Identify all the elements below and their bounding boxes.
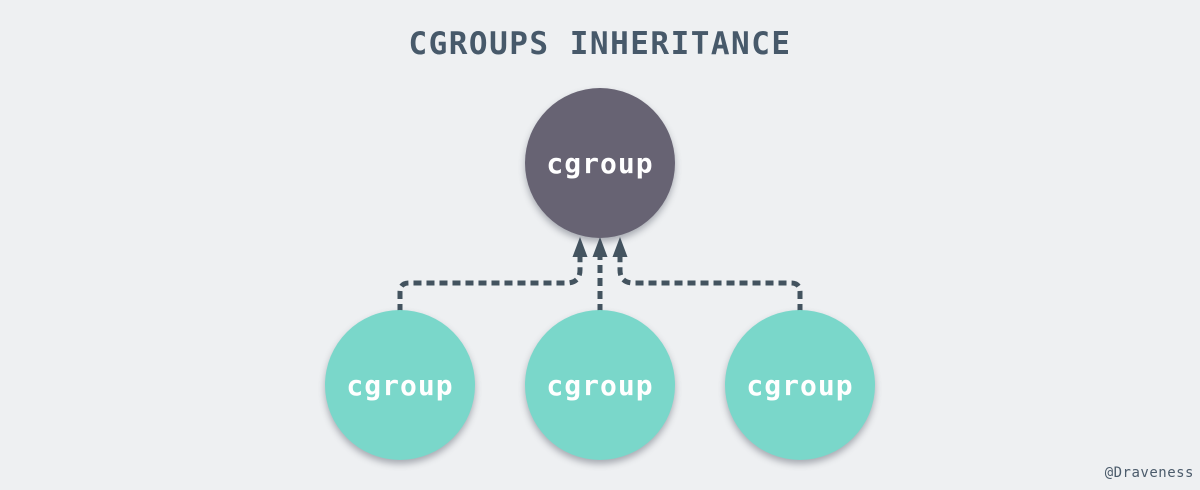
connector-left (397, 256, 583, 312)
arrow-up-icon (592, 237, 608, 257)
watermark: @Draveness (1104, 465, 1194, 481)
child-cgroup-node: cgroup (725, 310, 875, 460)
child-cgroup-label: cgroup (746, 368, 854, 402)
child-cgroup-label: cgroup (346, 368, 454, 402)
child-cgroup-node: cgroup (325, 310, 475, 460)
parent-cgroup-label: cgroup (546, 146, 654, 180)
parent-cgroup-node: cgroup (525, 88, 675, 238)
child-cgroup-label: cgroup (546, 368, 654, 402)
child-cgroup-node: cgroup (525, 310, 675, 460)
arrow-up-icon (572, 237, 588, 257)
arrow-up-icon (612, 237, 628, 257)
page-title: CGROUPS INHERITANCE (408, 26, 792, 62)
connector-right (617, 256, 803, 312)
